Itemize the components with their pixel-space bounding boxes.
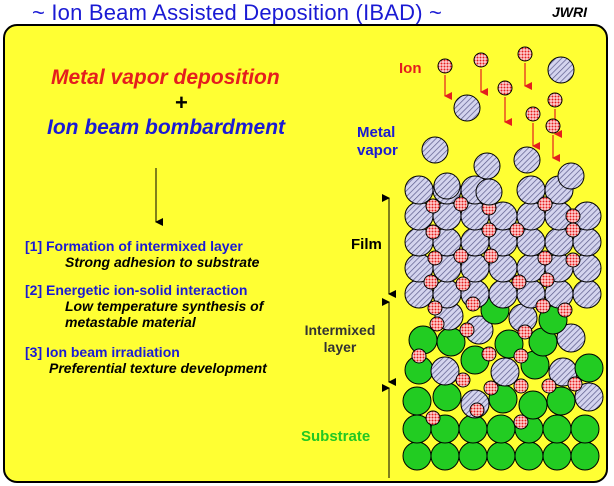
vapor-metal-atom xyxy=(475,178,503,206)
ion-atom xyxy=(525,106,541,122)
effect-2-detail-line-1: Low temperature synthesis of xyxy=(65,298,264,314)
intermixed-label: Intermixed layer xyxy=(295,322,385,356)
intermixed-atom xyxy=(430,356,460,386)
substrate-atom xyxy=(430,441,460,471)
embedded-ion xyxy=(513,414,529,430)
embedded-ion xyxy=(453,196,469,212)
effect-2-heading: [2] Energetic ion-solid interaction xyxy=(25,282,248,298)
embedded-ion xyxy=(411,348,427,364)
ion-atom xyxy=(473,52,489,68)
substrate-atom xyxy=(570,441,600,471)
embedded-ion xyxy=(509,222,525,238)
embedded-ion xyxy=(423,274,439,290)
ibad-schematic xyxy=(155,46,604,478)
embedded-ion xyxy=(427,250,443,266)
intermixed-label-line-1: Intermixed xyxy=(304,322,376,338)
intermixed-atom xyxy=(490,357,520,387)
intermixed-atom xyxy=(574,353,604,383)
diagram-panel: Metal vapor deposition + Ion beam bombar… xyxy=(3,24,608,483)
metal-label: Metal xyxy=(357,124,396,141)
effect-3-detail: Preferential texture development xyxy=(49,360,267,376)
embedded-ion xyxy=(425,198,441,214)
substrate-label: Substrate xyxy=(301,428,371,445)
intermixed-atom xyxy=(432,382,462,412)
embedded-ion xyxy=(425,410,441,426)
embedded-ion xyxy=(517,324,533,340)
ion-atom xyxy=(437,58,453,74)
substrate-atom xyxy=(458,414,488,444)
vapor-metal-atom xyxy=(473,152,501,180)
embedded-ion xyxy=(481,222,497,238)
embedded-ion xyxy=(483,248,499,264)
page-title: ~ Ion Beam Assisted Deposition (IBAD) ~ xyxy=(32,0,443,25)
substrate-atom xyxy=(542,441,572,471)
vapor-metal-atom xyxy=(421,136,449,164)
intermixed-atom xyxy=(556,323,586,353)
substrate-atom xyxy=(486,441,516,471)
embedded-ion xyxy=(483,380,499,396)
embedded-ion xyxy=(481,346,497,362)
embedded-ion xyxy=(459,322,475,338)
effect-2-detail-line-2: metastable material xyxy=(65,314,196,330)
intermixed-atom xyxy=(574,382,604,412)
film-metal-atom xyxy=(572,279,602,309)
embedded-ion xyxy=(539,272,555,288)
embedded-ion xyxy=(453,248,469,264)
credit-label: JWRI xyxy=(552,4,587,20)
embedded-ion xyxy=(565,252,581,268)
embedded-ion xyxy=(429,316,445,332)
embedded-ion xyxy=(455,276,471,292)
vapor-metal-atom xyxy=(433,172,461,200)
substrate-atom xyxy=(486,414,516,444)
vapor-metal-atom xyxy=(547,56,575,84)
atom-stack xyxy=(402,56,604,471)
embedded-ion xyxy=(535,298,551,314)
substrate-atom xyxy=(570,414,600,444)
embedded-ion xyxy=(425,224,441,240)
intermixed-label-line-2: layer xyxy=(323,339,357,355)
embedded-ion xyxy=(455,372,471,388)
embedded-ion xyxy=(427,300,443,316)
ion-atom xyxy=(497,80,513,96)
substrate-atom xyxy=(458,441,488,471)
vapor-metal-atom xyxy=(453,94,481,122)
intermixed-atom xyxy=(518,390,548,420)
film-label: Film xyxy=(351,236,382,253)
metal-vapor-deposition-text: Metal vapor deposition xyxy=(51,66,280,89)
ion-atom xyxy=(545,118,561,134)
vapor-metal-atom xyxy=(513,146,541,174)
embedded-ion xyxy=(513,348,529,364)
embedded-ion xyxy=(465,296,481,312)
embedded-ion xyxy=(537,196,553,212)
plus-sign: + xyxy=(175,90,188,115)
embedded-ion xyxy=(541,378,557,394)
embedded-ion xyxy=(557,302,573,318)
effect-1-detail: Strong adhesion to substrate xyxy=(65,254,260,270)
intermixed-atom xyxy=(546,386,576,416)
ion-label: Ion xyxy=(399,60,422,77)
ion-atom xyxy=(547,92,563,108)
embedded-ion xyxy=(567,376,583,392)
vapor-label: vapor xyxy=(357,142,398,159)
embedded-ion xyxy=(537,250,553,266)
substrate-atom xyxy=(514,441,544,471)
embedded-ion xyxy=(565,208,581,224)
incoming-ions xyxy=(437,46,563,162)
embedded-ion xyxy=(511,274,527,290)
effect-3-heading: [3] Ion beam irradiation xyxy=(25,344,180,360)
substrate-atom xyxy=(402,441,432,471)
embedded-ion xyxy=(565,222,581,238)
vapor-metal-atom xyxy=(557,162,585,190)
embedded-ion xyxy=(469,402,485,418)
ion-atom xyxy=(517,46,533,62)
intermixed-atom xyxy=(402,386,432,416)
embedded-ion xyxy=(513,378,529,394)
ion-beam-bombardment-text: Ion beam bombardment xyxy=(47,116,286,139)
substrate-atom xyxy=(542,414,572,444)
effect-1-heading: [1] Formation of intermixed layer xyxy=(25,238,243,254)
